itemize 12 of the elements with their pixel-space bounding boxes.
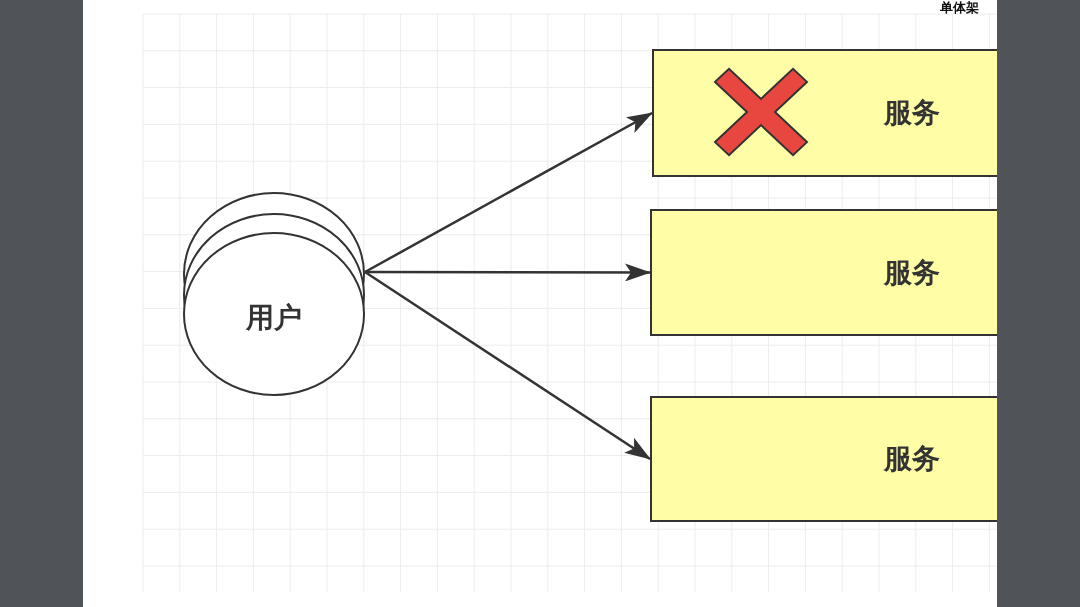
service-box — [652, 49, 997, 177]
user-stack-shape — [183, 192, 365, 396]
node-label: 服务 — [884, 95, 940, 131]
service-box — [650, 396, 997, 522]
arrow — [364, 270, 651, 461]
arrow — [364, 111, 653, 274]
node-label: 服务 — [884, 254, 940, 291]
arrow — [365, 263, 651, 282]
title: 单体架 — [940, 0, 979, 16]
service-box — [650, 209, 997, 336]
node-label: 用户 — [246, 300, 302, 336]
node-label: 服务 — [884, 441, 940, 477]
